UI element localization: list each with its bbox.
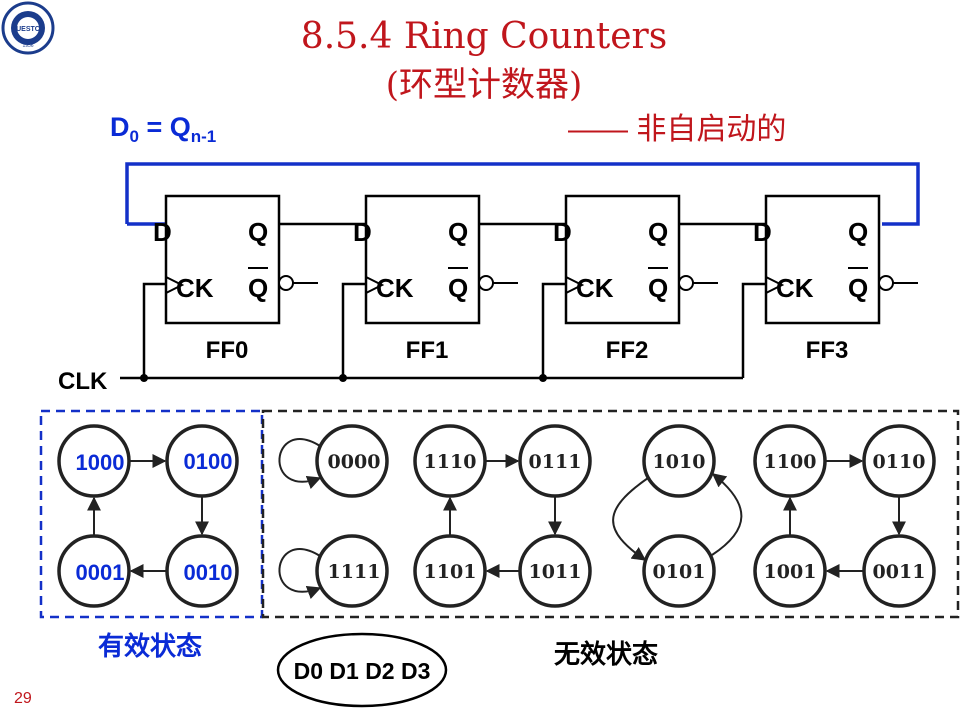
state-label: 1000 <box>76 450 125 475</box>
invalid-states-box <box>261 409 960 619</box>
junction-dot <box>140 374 148 382</box>
state-node <box>315 534 389 608</box>
slide-subtitle: (环型计数器) <box>386 65 583 105</box>
invalid-cycle-c: 1100 0110 0011 1001 <box>753 424 936 608</box>
flip-flop-ff1: D Q CK Q FF1 <box>353 194 518 364</box>
clock-edge-symbol <box>765 276 785 294</box>
inversion-bubble <box>278 275 294 291</box>
clock-edge-symbol <box>165 276 185 294</box>
feedback-wire <box>125 162 920 226</box>
transition-arrow <box>612 477 649 561</box>
valid-state-cycle: 1000 0100 0010 0001 <box>57 424 239 608</box>
state-label: 0010 <box>184 560 233 585</box>
flip-flop-label: FF0 <box>206 337 249 364</box>
pin-qbar-label: Q <box>648 273 668 303</box>
non-self-starting-note: —— 非自启动的 <box>568 113 786 146</box>
state-label: 0110 <box>873 451 926 473</box>
ring-equation: D0 = Qn-1 <box>110 112 216 146</box>
state-label: 1010 <box>653 451 706 473</box>
inversion-bubble <box>678 275 694 291</box>
pin-d-label: D <box>353 217 372 247</box>
state-label: 1101 <box>424 561 477 583</box>
clock-edge-symbol <box>565 276 585 294</box>
flip-flop-ff2: D Q CK Q FF2 <box>553 194 718 364</box>
pin-qbar-label: Q <box>248 273 268 303</box>
logo-text: UESTC <box>16 26 40 33</box>
pin-d-label: D <box>153 217 172 247</box>
pin-qbar-label: Q <box>448 273 468 303</box>
page-number: 29 <box>14 690 32 707</box>
state-label: 0101 <box>653 561 706 583</box>
state-label: 0000 <box>328 451 381 473</box>
transition-arrow <box>711 473 743 556</box>
state-label: 1110 <box>424 451 477 473</box>
state-node <box>642 424 716 498</box>
inversion-bubble <box>878 275 894 291</box>
self-loop-arrow <box>278 438 322 490</box>
logo-year: 1956 <box>22 43 33 49</box>
state-node <box>642 534 716 608</box>
flip-flop-label: FF3 <box>806 337 849 364</box>
valid-states-label: 有效状态 <box>98 631 202 661</box>
self-loop-states: 0000 1111 <box>278 424 389 608</box>
pin-ck-label: CK <box>376 273 414 303</box>
state-label: 1001 <box>764 561 817 583</box>
pin-q-label: Q <box>848 217 868 247</box>
state-label: 1111 <box>328 561 381 583</box>
state-label: 1100 <box>764 451 817 473</box>
state-label: 0111 <box>529 451 582 473</box>
inversion-bubble <box>478 275 494 291</box>
pin-qbar-label: Q <box>848 273 868 303</box>
clock-label: CLK <box>58 368 108 395</box>
state-label: 0100 <box>184 449 233 474</box>
slide-title: 8.5.4 Ring Counters <box>301 16 667 57</box>
pin-q-label: Q <box>648 217 668 247</box>
flip-flop-label: FF2 <box>606 337 649 364</box>
flip-flop-ff0: D Q CK Q FF0 <box>153 194 318 364</box>
university-logo: UESTC 1956 <box>1 1 55 55</box>
clock-bus <box>120 282 766 382</box>
state-label: 0001 <box>76 560 125 585</box>
pin-ck-label: CK <box>576 273 614 303</box>
flip-flop-label: FF1 <box>406 337 449 364</box>
state-node <box>315 424 389 498</box>
junction-dot <box>539 374 547 382</box>
junction-dot <box>339 374 347 382</box>
state-label: 1011 <box>529 561 582 583</box>
invalid-cycle-b: 1010 0101 <box>612 424 743 608</box>
flip-flop-ff3: D Q CK Q FF3 <box>753 194 918 364</box>
self-loop-arrow <box>278 548 322 600</box>
state-label: 0011 <box>873 561 926 583</box>
pin-ck-label: CK <box>776 273 814 303</box>
pin-q-label: Q <box>248 217 268 247</box>
bit-order-label: D0 D1 D2 D3 <box>294 658 431 684</box>
pin-d-label: D <box>553 217 572 247</box>
pin-ck-label: CK <box>176 273 214 303</box>
pin-d-label: D <box>753 217 772 247</box>
invalid-states-label: 无效状态 <box>554 639 658 669</box>
bit-order-ellipse <box>276 632 448 708</box>
pin-q-label: Q <box>448 217 468 247</box>
clock-edge-symbol <box>365 276 385 294</box>
invalid-cycle-a: 1110 0111 1011 1101 <box>413 424 592 608</box>
